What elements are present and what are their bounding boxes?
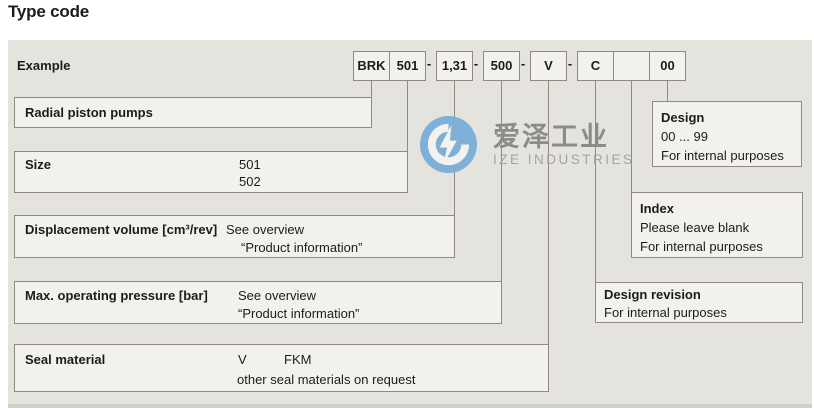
code-separator: - bbox=[567, 56, 573, 71]
code-cell-seal: V bbox=[530, 51, 567, 81]
code-separator: - bbox=[426, 56, 432, 71]
design-label: Design bbox=[661, 110, 705, 125]
code-separator: - bbox=[520, 56, 526, 71]
connector-line bbox=[407, 80, 408, 151]
seal-material-label: Seal material bbox=[25, 352, 106, 367]
ize-logo-icon bbox=[419, 115, 478, 174]
size-label: Size bbox=[25, 157, 52, 172]
max-operating-pressure-box: Max. operating pressure [bar] See overvi… bbox=[14, 281, 502, 324]
bottom-divider bbox=[8, 404, 812, 408]
watermark-text: 爱泽工业 IZE INDUSTRIES bbox=[493, 122, 635, 168]
seal-material-code: V bbox=[238, 352, 247, 367]
watermark-en-text: IZE INDUSTRIES bbox=[493, 151, 635, 167]
code-cell-size: 501 bbox=[389, 51, 426, 81]
code-cell-design-revision: C bbox=[577, 51, 614, 81]
watermark-cn-text: 爱泽工业 bbox=[493, 121, 609, 152]
seal-material-code-name: FKM bbox=[284, 352, 312, 367]
index-note: Please leave blank bbox=[640, 220, 750, 235]
design-note: For internal purposes bbox=[661, 148, 784, 163]
design-revision-note: For internal purposes bbox=[604, 305, 727, 320]
code-separator: - bbox=[473, 56, 479, 71]
index-box: Index Please leave blank For internal pu… bbox=[631, 192, 803, 258]
code-cell-series: BRK bbox=[353, 51, 390, 81]
displacement-volume-label: Displacement volume [cm³/rev] bbox=[25, 222, 218, 237]
displacement-volume-box: Displacement volume [cm³/rev] See overvi… bbox=[14, 215, 455, 258]
design-range: 00 ... 99 bbox=[661, 129, 708, 144]
seal-material-note: other seal materials on request bbox=[237, 372, 416, 387]
watermark: 爱泽工业 IZE INDUSTRIES bbox=[419, 115, 635, 174]
seal-material-box: Seal material V FKM other seal materials… bbox=[14, 344, 549, 392]
example-label: Example bbox=[17, 58, 71, 73]
connector-line bbox=[595, 80, 596, 282]
size-box: Size 501 502 bbox=[14, 151, 408, 193]
code-cell-design: 00 bbox=[649, 51, 686, 81]
displacement-volume-value: See overview bbox=[226, 222, 305, 237]
page-title: Type code bbox=[8, 2, 90, 21]
connector-line bbox=[371, 80, 372, 97]
design-revision-box: Design revision For internal purposes bbox=[595, 282, 803, 323]
max-operating-pressure-value: “Product information” bbox=[238, 306, 360, 321]
radial-piston-pumps-box: Radial piston pumps bbox=[14, 97, 372, 128]
max-operating-pressure-value: See overview bbox=[238, 288, 317, 303]
radial-piston-pumps-label: Radial piston pumps bbox=[25, 105, 153, 120]
connector-line bbox=[501, 80, 502, 281]
size-value: 501 bbox=[239, 157, 261, 172]
code-cell-pressure: 500 bbox=[483, 51, 520, 81]
design-revision-label: Design revision bbox=[604, 287, 701, 302]
size-value: 502 bbox=[239, 174, 261, 189]
design-box: Design 00 ... 99 For internal purposes bbox=[652, 101, 802, 167]
code-cell-index-blank bbox=[613, 51, 650, 81]
connector-line bbox=[667, 80, 668, 101]
index-label: Index bbox=[640, 201, 674, 216]
displacement-volume-value: “Product information” bbox=[241, 240, 363, 255]
code-cell-displacement: 1,31 bbox=[436, 51, 473, 81]
index-note: For internal purposes bbox=[640, 239, 763, 254]
max-operating-pressure-label: Max. operating pressure [bar] bbox=[25, 288, 208, 303]
connector-line bbox=[548, 80, 549, 344]
connector-line bbox=[631, 80, 632, 192]
